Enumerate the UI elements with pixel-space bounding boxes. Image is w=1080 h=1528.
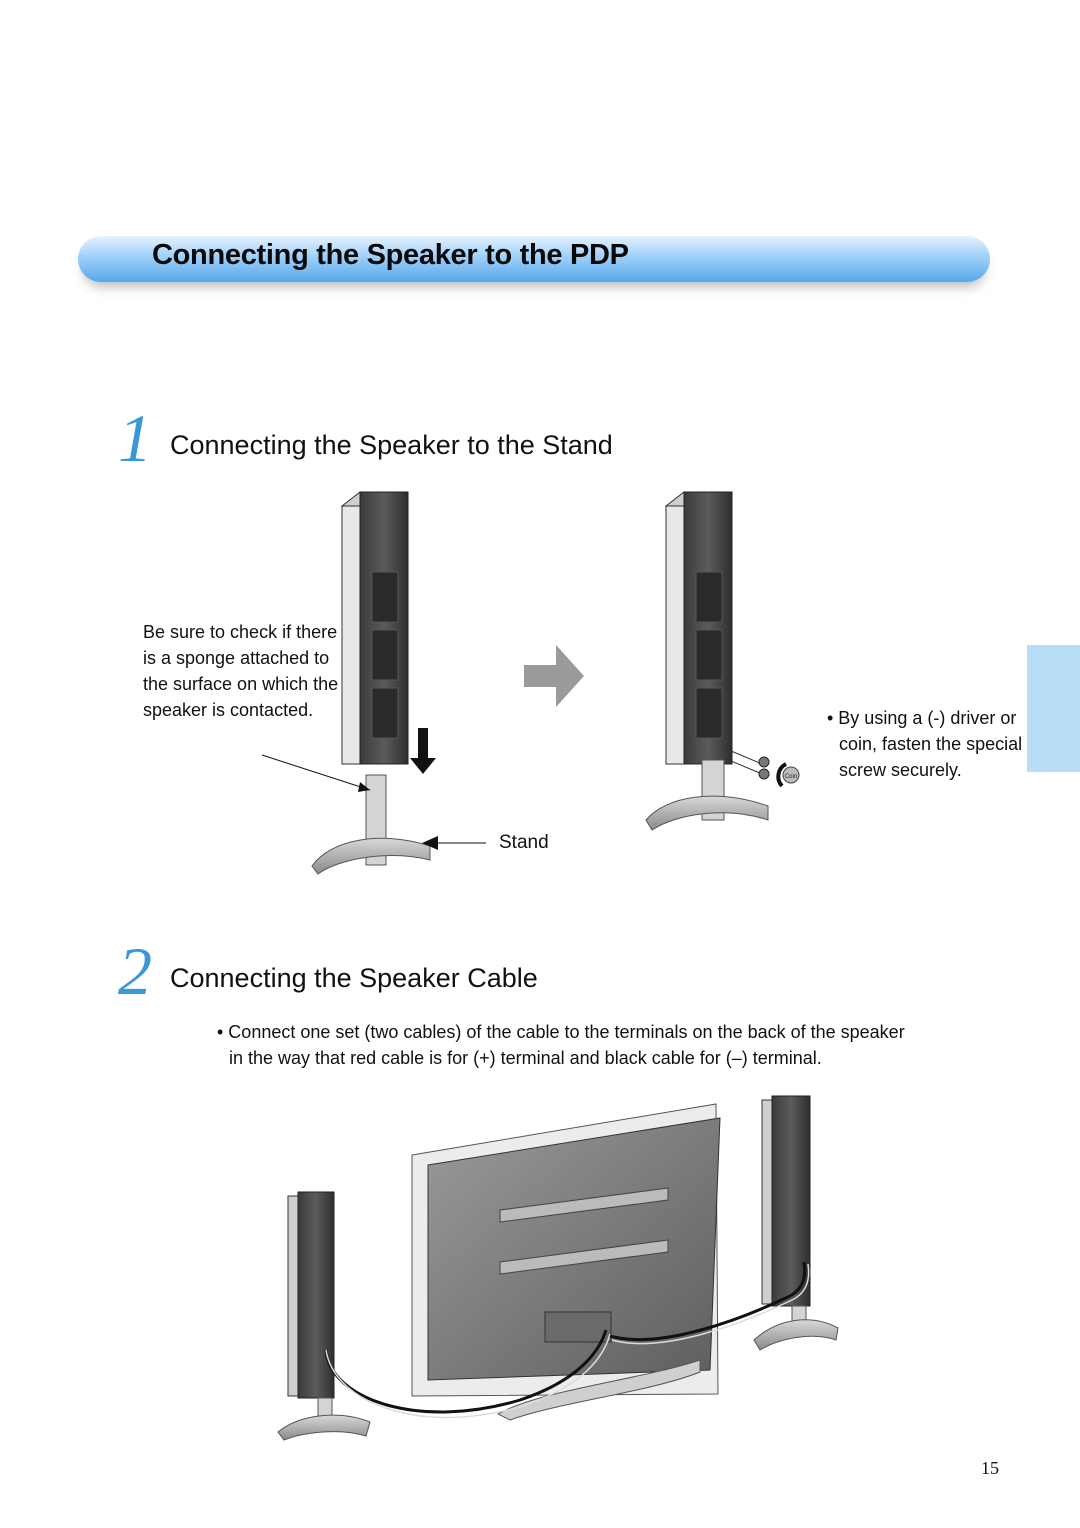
down-arrow-icon [410,728,436,774]
page-title: Connecting the Speaker to the PDP [152,239,629,271]
sponge-note: Be sure to check if there is a sponge at… [143,622,339,720]
step-2-title: Connecting the Speaker Cable [170,963,538,993]
step-2-number: 2 [118,933,152,1009]
title-banner [78,236,990,282]
screw-instruction: • By using a (-) driver or coin, fasten … [827,708,1023,780]
step-1-number: 1 [118,400,152,476]
stand-left-illustration [311,774,431,875]
stand-pointer-arrow-icon [422,836,438,850]
screw-icon [758,756,770,768]
speaker-right-illustration [645,491,769,831]
step-1-title: Connecting the Speaker to the Stand [170,430,613,460]
speaker-left-pdp-illustration [277,1191,371,1441]
rotate-arrow-icon [776,762,788,788]
coin-label: Coin [785,774,797,780]
section-side-tab [1027,645,1080,772]
right-arrow-icon [524,645,584,707]
speaker-left-illustration [340,491,409,765]
page-number: 15 [981,1458,999,1478]
screw-icon [758,768,770,780]
coin-icon [782,766,800,784]
speaker-right-pdp-illustration [753,1095,839,1351]
cable-instruction: • Connect one set (two cables) of the ca… [217,1022,905,1068]
stand-label: Stand [499,832,549,853]
pdp-back-illustration [411,1103,721,1421]
